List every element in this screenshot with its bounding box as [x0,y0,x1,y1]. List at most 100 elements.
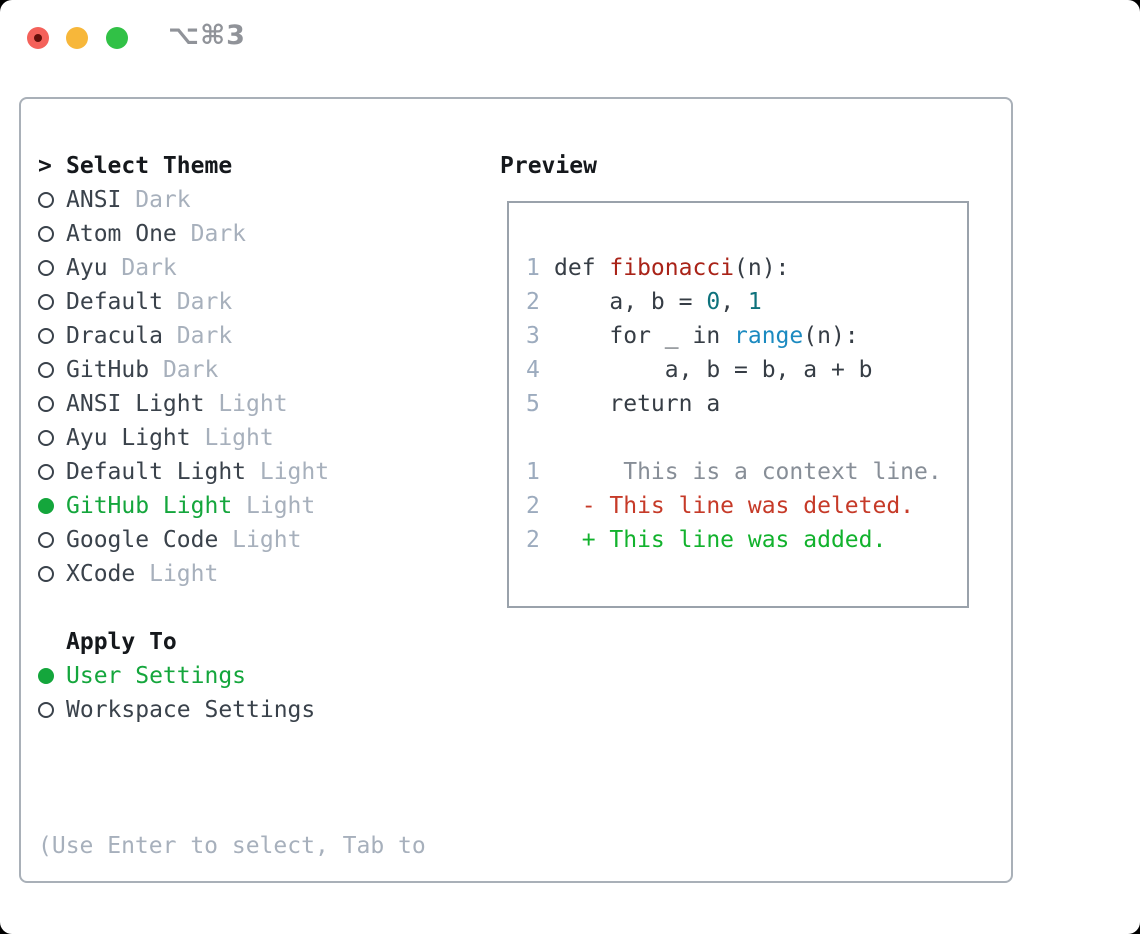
theme-option[interactable]: Dracula Dark [38,319,329,353]
code-token-default: a, b = [554,289,707,315]
radio-selected-icon [38,668,54,684]
theme-variant-label: Light [135,561,219,587]
code-token-default: , [720,289,748,315]
radio-icon [38,260,54,276]
theme-variant-label: Light [218,527,302,553]
option-label: Atom One [66,221,177,247]
radio-selected-icon [38,498,54,514]
radio-icon [38,430,54,446]
option-label: Ayu Light [66,425,191,451]
minimize-button[interactable] [66,27,88,49]
theme-option[interactable]: GitHub Light Light [38,489,329,523]
theme-option[interactable]: Atom One Dark [38,217,329,251]
hint-line-1: (Use Enter to select, Tab to [38,833,426,859]
radio-icon [38,702,54,718]
option-label: Default Light [66,459,247,485]
radio-icon [38,294,54,310]
apply-to-header: Apply To [38,625,315,659]
theme-option[interactable]: Default Light Light [38,455,329,489]
code-line: 4 a, b = b, a + b [526,353,942,387]
titlebar: ⌥⌘3 [0,0,1140,76]
code-line: 1 def fibonacci(n): [526,251,942,285]
theme-variant-label: Light [190,425,274,451]
code-token-function: fibonacci [609,255,735,281]
theme-variant-label: Dark [176,221,247,247]
unsaved-dot-icon [34,34,42,42]
code-line: 2 - This line was deleted. [526,489,942,523]
line-number: 1 [526,255,540,281]
prompt-icon: > [38,153,52,179]
theme-option[interactable]: ANSI Dark [38,183,329,217]
option-label: Workspace Settings [66,697,316,723]
theme-option[interactable]: Default Dark [38,285,329,319]
code-line: 3 for _ in range(n): [526,319,942,353]
preview-title: Preview [500,153,597,179]
theme-variant-label: Dark [162,323,233,349]
line-number: 3 [526,323,540,349]
option-label: XCode [66,561,136,587]
radio-icon [38,532,54,548]
theme-option[interactable]: Ayu Light Light [38,421,329,455]
theme-menu-header: > Select Theme [38,149,329,183]
code-token-default: for _ in [554,323,735,349]
keyboard-hint: (Use Enter to select, Tab to change focu… [38,761,426,934]
radio-icon [38,328,54,344]
option-label: ANSI Light [66,391,205,417]
option-label: Google Code [66,527,219,553]
code-token-default: (n): [803,323,859,349]
radio-icon [38,192,54,208]
theme-option[interactable]: Ayu Dark [38,251,329,285]
theme-variant-label: Dark [149,357,219,383]
radio-icon [38,464,54,480]
maximize-button[interactable] [106,27,128,49]
line-number: 2 [526,493,540,519]
code-token-default: a, b = b, a + b [554,357,873,383]
apply-to-title: Apply To [66,629,177,655]
line-number: 2 [526,527,540,553]
option-label: ANSI [66,187,122,213]
line-number: 1 [526,459,540,485]
code-line: 1 This is a context line. [526,455,942,489]
apply-to-option[interactable]: Workspace Settings [38,693,315,727]
radio-icon [38,396,54,412]
code-line: 5 return a [526,387,942,421]
theme-variant-label: Light [246,459,330,485]
theme-option[interactable]: Google Code Light [38,523,329,557]
line-number: 2 [526,289,540,315]
option-label: GitHub Light [66,493,233,519]
theme-option[interactable]: XCode Light [38,557,329,591]
option-label: Default [66,289,163,315]
option-label: Ayu [66,255,108,281]
line-number: 4 [526,357,540,383]
code-token-added: + This line was added. [554,527,887,553]
theme-variant-label: Dark [121,187,191,213]
code-token-builtin: range [734,323,804,349]
option-label: User Settings [66,663,247,689]
code-token-default: def [554,255,610,281]
code-token-number: 1 [747,289,762,315]
close-button[interactable] [27,27,49,49]
option-label: GitHub [66,357,150,383]
radio-icon [38,362,54,378]
theme-variant-label: Light [204,391,288,417]
code-line: 2 + This line was added. [526,523,942,557]
code-token-deleted: - This line was deleted. [554,493,915,519]
apply-to-option[interactable]: User Settings [38,659,315,693]
radio-icon [38,226,54,242]
code-token-number: 0 [706,289,721,315]
theme-variant-label: Light [232,493,316,519]
theme-variant-label: Dark [162,289,233,315]
code-token-default: return a [554,391,721,417]
theme-menu-title: Select Theme [66,153,233,179]
option-label: Dracula [66,323,163,349]
code-token-context: This is a context line. [554,459,942,485]
code-token-default: (n): [734,255,790,281]
theme-option[interactable]: ANSI Light Light [38,387,329,421]
line-number: 5 [526,391,540,417]
theme-variant-label: Dark [107,255,177,281]
theme-option[interactable]: GitHub Dark [38,353,329,387]
